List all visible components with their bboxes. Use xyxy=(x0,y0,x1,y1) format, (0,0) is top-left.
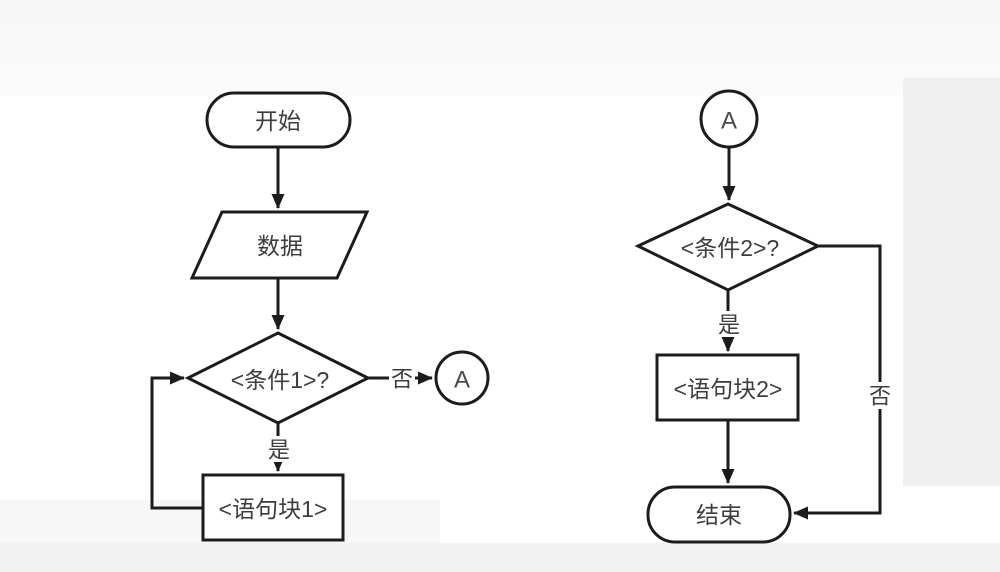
connector-a-left-label: A xyxy=(454,367,470,394)
edge-condition2-no: 否 xyxy=(793,244,894,520)
connector-a-left: A xyxy=(434,350,490,406)
edge-loop-block1-to-condition1 xyxy=(150,371,203,510)
connector-a-right-label: A xyxy=(721,108,737,135)
no-label-left: 否 xyxy=(391,367,413,392)
block1-node-label: <语句块1> xyxy=(219,496,328,522)
edge-condition1-yes: 是 xyxy=(265,423,291,472)
condition1-node: <条件1>? xyxy=(184,331,372,425)
connector-a-right: A xyxy=(699,89,759,149)
data-node-label: 数据 xyxy=(257,233,303,259)
yes-label-right: 是 xyxy=(718,313,740,338)
block2-node: <语句块2> xyxy=(655,353,800,422)
edge-condition1-no: 否 xyxy=(368,365,433,392)
condition1-node-label: <条件1>? xyxy=(231,367,329,393)
block2-node-label: <语句块2> xyxy=(674,376,783,402)
data-node: 数据 xyxy=(189,210,370,280)
no-label-right: 否 xyxy=(869,384,891,409)
condition2-node: <条件2>? xyxy=(634,202,822,292)
end-node-label: 结束 xyxy=(696,502,742,528)
start-node: 开始 xyxy=(205,91,352,149)
block1-node: <语句块1> xyxy=(201,473,345,542)
start-node-label: 开始 xyxy=(255,108,301,134)
condition2-node-label: <条件2>? xyxy=(681,235,779,261)
edge-condition2-yes: 是 xyxy=(716,290,742,352)
yes-label-left: 是 xyxy=(268,438,290,463)
end-node: 结束 xyxy=(646,485,792,544)
